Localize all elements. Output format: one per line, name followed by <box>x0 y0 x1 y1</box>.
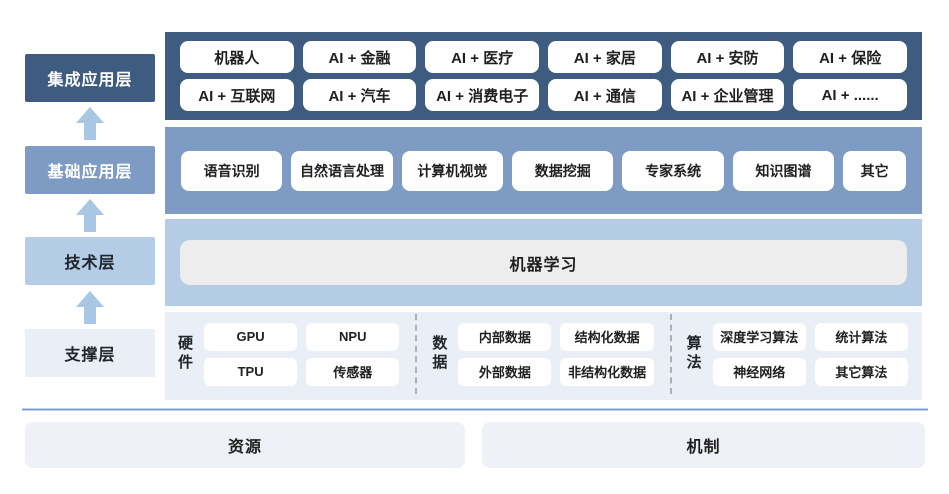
layer-box-integrated-application: 集成应用层 <box>25 54 155 102</box>
hardware-pill-gpu: GPU <box>204 322 298 351</box>
hardware-grid: GPU NPU TPU 传感器 <box>204 322 400 386</box>
basic-pill-others: 其它 <box>843 150 906 191</box>
data-grid: 内部数据 结构化数据 外部数据 非结构化数据 <box>458 322 654 386</box>
machine-learning-box: 机器学习 <box>180 240 907 285</box>
basic-application-band: 语音识别 自然语言处理 计算机视觉 数据挖掘 专家系统 知识图谱 其它 <box>165 127 922 214</box>
app-pill-ai-others: AI + ...... <box>793 79 907 111</box>
app-pill-ai-security: AI + 安防 <box>670 41 785 73</box>
app-pill-ai-insurance: AI + 保险 <box>793 41 907 73</box>
resource-box: 资源 <box>25 422 465 468</box>
basic-pill-speech-recognition: 语音识别 <box>181 150 283 191</box>
basic-pill-data-mining: 数据挖掘 <box>512 150 614 191</box>
app-pill-ai-automobile: AI + 汽车 <box>302 79 417 111</box>
app-pill-robot: 机器人 <box>180 41 294 73</box>
up-arrow-icon <box>76 199 104 232</box>
algorithm-grid: 深度学习算法 统计算法 神经网络 其它算法 <box>712 322 908 386</box>
layer-box-basic-application: 基础应用层 <box>25 146 155 194</box>
algorithm-pill-others: 其它算法 <box>814 357 908 386</box>
algorithm-pill-neural-network: 神经网络 <box>712 357 806 386</box>
app-pill-ai-consumer-electronics: AI + 消费电子 <box>425 79 539 111</box>
dashed-divider <box>669 314 672 394</box>
app-pill-ai-internet: AI + 互联网 <box>180 79 294 111</box>
integrated-row-1: 机器人 AI + 金融 AI + 医疗 AI + 家居 AI + 安防 AI +… <box>180 41 907 73</box>
layer-box-technology: 技术层 <box>25 237 155 285</box>
app-pill-ai-home: AI + 家居 <box>547 41 662 73</box>
support-group-algorithm: 算法 深度学习算法 统计算法 神经网络 其它算法 <box>682 322 914 386</box>
algorithm-pill-statistical: 统计算法 <box>814 322 908 351</box>
integrated-application-band: 机器人 AI + 金融 AI + 医疗 AI + 家居 AI + 安防 AI +… <box>165 32 922 120</box>
basic-pill-computer-vision: 计算机视觉 <box>401 150 504 191</box>
horizontal-separator-line <box>22 408 928 411</box>
up-arrow-icon <box>76 107 104 140</box>
algorithm-group-label: 算法 <box>686 335 702 371</box>
support-band: 硬件 GPU NPU TPU 传感器 数据 内部数据 结构化数据 外部数据 非结… <box>165 312 922 400</box>
hardware-pill-tpu: TPU <box>204 357 298 386</box>
hardware-group-label: 硬件 <box>177 335 193 371</box>
data-pill-structured: 结构化数据 <box>560 322 654 351</box>
data-group-label: 数据 <box>432 335 448 371</box>
app-pill-ai-enterprise-management: AI + 企业管理 <box>670 79 785 111</box>
data-pill-external: 外部数据 <box>458 357 552 386</box>
algorithm-pill-deep-learning: 深度学习算法 <box>712 322 806 351</box>
main-panel: 机器人 AI + 金融 AI + 医疗 AI + 家居 AI + 安防 AI +… <box>165 32 922 400</box>
support-group-data: 数据 内部数据 结构化数据 外部数据 非结构化数据 <box>427 322 659 386</box>
app-pill-ai-telecom: AI + 通信 <box>547 79 662 111</box>
layer-box-support: 支撑层 <box>25 329 155 377</box>
basic-pill-nlp: 自然语言处理 <box>291 150 393 191</box>
data-pill-internal: 内部数据 <box>458 322 552 351</box>
app-pill-ai-medical: AI + 医疗 <box>425 41 539 73</box>
up-arrow-icon <box>76 291 104 324</box>
support-group-hardware: 硬件 GPU NPU TPU 传感器 <box>173 322 405 386</box>
basic-pill-expert-system: 专家系统 <box>622 150 724 191</box>
hardware-pill-npu: NPU <box>306 322 400 351</box>
integrated-row-2: AI + 互联网 AI + 汽车 AI + 消费电子 AI + 通信 AI + … <box>180 79 907 111</box>
technology-band: 机器学习 <box>165 219 922 306</box>
app-pill-ai-finance: AI + 金融 <box>302 41 417 73</box>
dashed-divider <box>415 314 418 394</box>
data-pill-unstructured: 非结构化数据 <box>560 357 654 386</box>
mechanism-box: 机制 <box>482 422 925 468</box>
basic-pill-knowledge-graph: 知识图谱 <box>732 150 835 191</box>
hardware-pill-sensor: 传感器 <box>306 357 400 386</box>
